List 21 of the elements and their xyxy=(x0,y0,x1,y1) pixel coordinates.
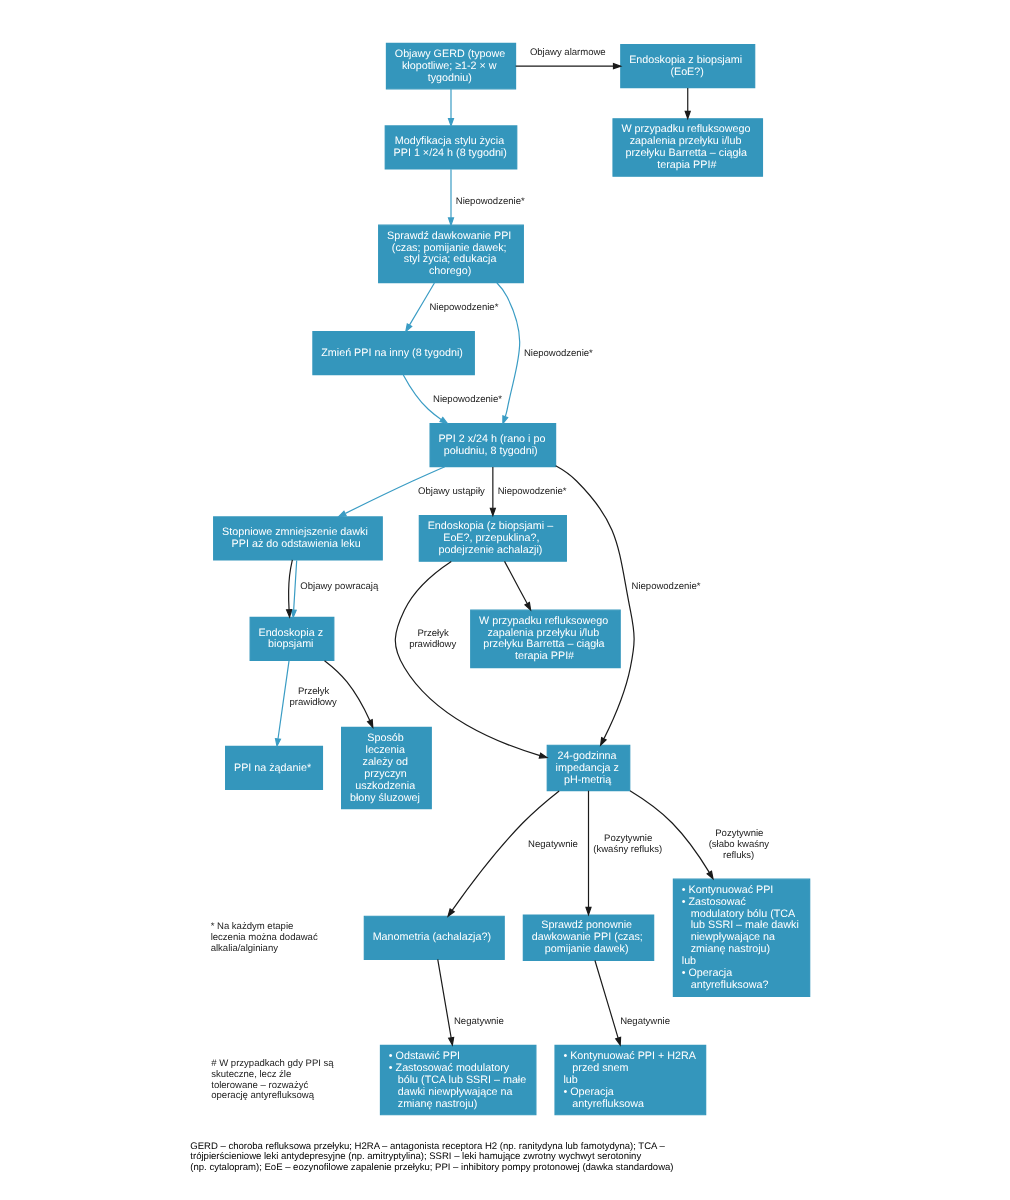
arrow xyxy=(401,374,448,425)
arrow xyxy=(495,282,520,426)
arrow xyxy=(446,88,454,128)
arrow xyxy=(554,465,634,747)
arrow xyxy=(336,466,445,518)
arrow xyxy=(584,790,591,917)
arrow xyxy=(289,559,297,620)
arrow xyxy=(446,790,559,918)
arrow xyxy=(322,660,373,729)
arrow xyxy=(284,559,292,619)
arrow xyxy=(403,282,434,333)
arrow xyxy=(514,62,622,70)
arrow xyxy=(446,168,454,227)
arrow xyxy=(273,659,289,748)
arrow xyxy=(628,790,713,881)
arrow xyxy=(436,958,454,1047)
arrow xyxy=(683,87,691,121)
arrow xyxy=(593,959,621,1047)
arrow xyxy=(502,560,531,612)
arrow xyxy=(488,466,496,518)
arrow xyxy=(393,560,548,759)
